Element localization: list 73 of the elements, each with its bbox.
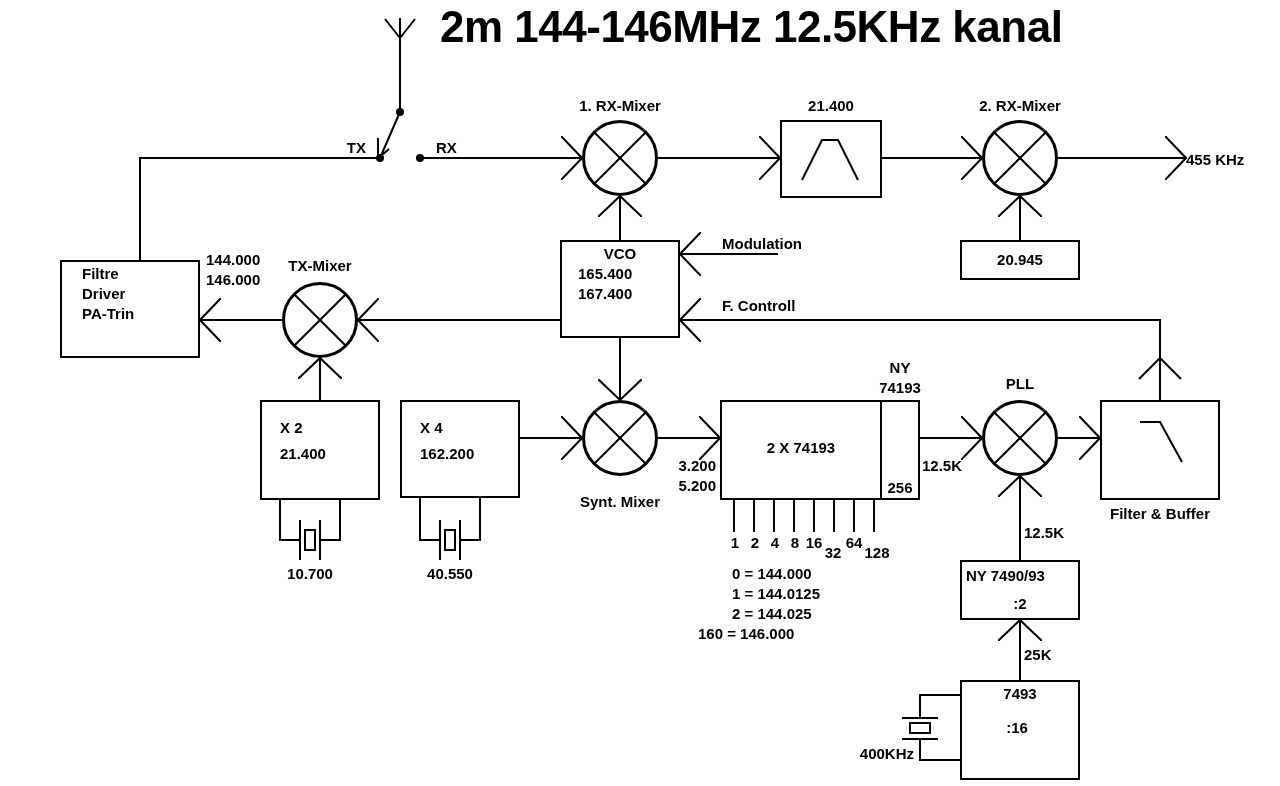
value-label: 40.550 (426, 564, 474, 584)
signal-arrow (997, 195, 1043, 241)
pin-number: 8 (789, 533, 801, 553)
block-label: 7493 (1002, 684, 1038, 704)
block-label: X 4 (420, 418, 444, 438)
block-label: 162.200 (420, 444, 476, 464)
pin-number: 128 (863, 543, 891, 563)
signal-arrow (597, 195, 643, 241)
signal-arrow (425, 135, 583, 181)
side-label: 400KHz (858, 744, 914, 764)
signal-arrow (657, 135, 781, 181)
signal-arrow (919, 415, 983, 461)
note-text: 2 = 144.025 (732, 604, 813, 624)
block-label: PLL (1004, 374, 1036, 394)
signal-arrow (997, 619, 1043, 681)
edge-label: Modulation (722, 234, 803, 254)
signal-arrow (679, 297, 1182, 401)
block-label: X 2 (280, 418, 304, 438)
note-text: 160 = 146.000 (698, 624, 796, 644)
block-label: 256 (886, 478, 914, 498)
edge-label: 3.200 5.200 (677, 456, 716, 496)
diagram-title: 2m 144-146MHz 12.5KHz kanal (440, 2, 1063, 52)
antenna-symbol (384, 18, 416, 40)
block-label: NY 7490/93 (966, 566, 1046, 586)
signal-arrow (679, 231, 779, 277)
edge-label: 12.5K (1024, 523, 1066, 543)
pin-number: 1 (729, 533, 741, 553)
signal-arrow (297, 357, 343, 401)
edge-label: 25K (1024, 645, 1053, 665)
signal-arrow (657, 415, 721, 461)
signal-arrow (519, 415, 583, 461)
signal-arrow (1057, 415, 1101, 461)
signal-arrow (597, 337, 643, 401)
block-label: 165.400 167.400 (578, 264, 634, 304)
side-label: RX (436, 138, 458, 158)
output-label: 455 KHz (1186, 150, 1246, 170)
block-label: 2. RX-Mixer (978, 96, 1062, 116)
edge-label: F. Controll (722, 296, 797, 316)
block-label: Filtre Driver PA-Trin (82, 264, 136, 324)
edge-label: 12.5K (922, 456, 964, 476)
signal-arrow (357, 297, 561, 343)
block-box (260, 400, 380, 500)
block-label: 21.400 (280, 444, 327, 464)
signal-arrow (199, 297, 283, 343)
block-label: 21.400 (807, 96, 855, 116)
block-box (400, 400, 520, 498)
block-label: VCO (602, 244, 638, 264)
block-box (960, 560, 1080, 620)
note-text: 1 = 144.0125 (732, 584, 821, 604)
block-box (960, 240, 1080, 280)
block-label: NY 74193 (878, 358, 922, 398)
pin-number: 64 (844, 533, 864, 553)
value-label: 10.700 (286, 564, 334, 584)
signal-arrow (997, 475, 1043, 561)
block-label: 20.945 (996, 250, 1044, 270)
note-text: 0 = 144.000 (732, 564, 813, 584)
block-label: 2 X 74193 (765, 438, 837, 458)
pin-number: 2 (749, 533, 761, 553)
block-box (60, 260, 200, 358)
side-label: TX (345, 138, 366, 158)
signal-arrow (1057, 135, 1187, 181)
pin-number: 4 (769, 533, 781, 553)
block-label: 1. RX-Mixer (578, 96, 662, 116)
block-label: Synt. Mixer (579, 492, 661, 512)
signal-arrow (881, 135, 983, 181)
block-box (560, 240, 680, 338)
edge-label: 144.000 146.000 (206, 250, 262, 290)
block-label: TX-Mixer (287, 256, 353, 276)
block-label: Filter & Buffer (1109, 504, 1211, 524)
block-label: :2 (1012, 594, 1028, 614)
pin-number: 16 (804, 533, 824, 553)
block-label: :16 (1005, 718, 1029, 738)
pin-number: 32 (823, 543, 843, 563)
